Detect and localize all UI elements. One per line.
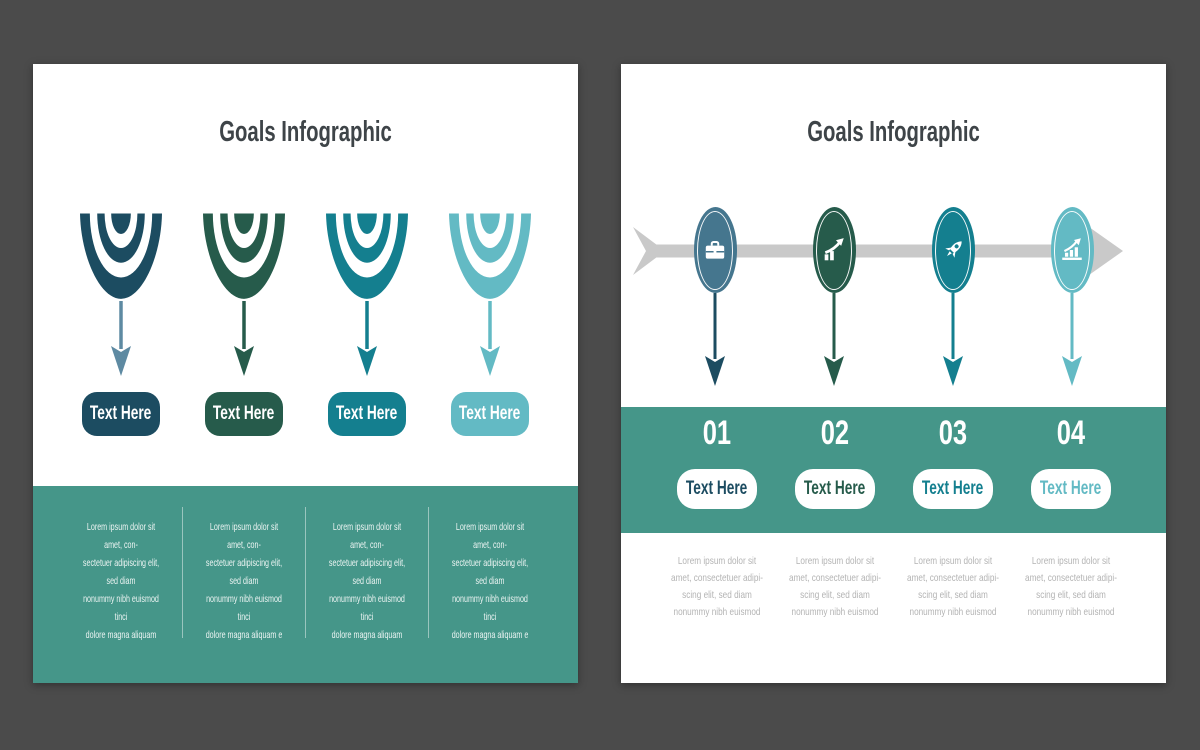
text-here-pill: Text Here [1030,469,1111,509]
milestone-oval [693,207,737,293]
pill-label: Text Here [803,478,866,499]
milestone-item-3 [931,207,975,386]
description-band: Lorem ipsum dolor sit amet, con- sectetu… [33,486,578,683]
text-here-pill: Text Here [794,469,875,509]
step-number: 04 [1056,414,1085,452]
goal-item-3: Text Here [326,213,408,436]
rocket-icon [945,241,962,258]
goal-item-4: Text Here [449,213,531,436]
descriptions-row: Lorem ipsum dolor sit amet, consectetuer… [621,553,1166,621]
goal-item-1: Text Here [80,213,162,436]
down-arrow-icon [111,301,131,376]
divider [428,507,429,638]
timeline-arrow-icon [633,227,1123,275]
description-text: Lorem ipsum dolor sit amet, con- sectetu… [328,521,406,641]
description-text: Lorem ipsum dolor sit amet, consectetuer… [1024,555,1117,618]
down-arrow-icon [357,301,377,376]
description-text: Lorem ipsum dolor sit amet, consectetuer… [670,555,763,618]
pill-label: Text Here [90,403,152,424]
step-item-2: 02 Text Here [794,407,875,533]
down-arrow-icon [234,301,254,376]
down-arrow-icon [705,293,725,386]
step-item-1: 01 Text Here [676,407,757,533]
down-arrow-icon [943,293,963,386]
description-column: Lorem ipsum dolor sit amet, consectetuer… [776,553,894,621]
milestone-oval [1050,207,1094,293]
description-text: Lorem ipsum dolor sit amet, consectetuer… [788,555,881,618]
down-arrow-icon [1062,293,1082,386]
milestone-oval [931,207,975,293]
description-column: Lorem ipsum dolor sit amet, con- sectetu… [306,486,428,644]
description-column: Lorem ipsum dolor sit amet, con- sectetu… [60,486,182,644]
description-column: Lorem ipsum dolor sit amet, consectetuer… [658,553,776,621]
oval-ring [935,210,971,290]
steps-band: 01 Text Here 02 Text Here 03 Text Here 0… [621,407,1166,533]
oval-ring [1054,210,1090,290]
milestone-item-2 [812,207,856,386]
description-column: Lorem ipsum dolor sit amet, consectetuer… [1012,553,1130,621]
briefcase-icon [705,241,725,259]
description-column: Lorem ipsum dolor sit amet, consectetuer… [894,553,1012,621]
text-here-pill: Text Here [205,392,283,436]
text-here-pill: Text Here [328,392,406,436]
bar-chart-growth-icon [1062,238,1082,260]
step-item-4: 04 Text Here [1030,407,1111,533]
pill-label: Text Here [1039,478,1102,499]
pill-label: Text Here [459,403,521,424]
target-icon [80,213,162,299]
text-here-pill: Text Here [912,469,993,509]
step-item-3: 03 Text Here [912,407,993,533]
step-number: 02 [820,414,849,452]
description-column: Lorem ipsum dolor sit amet, con- sectetu… [183,486,305,644]
description-column: Lorem ipsum dolor sit amet, con- sectetu… [429,486,551,644]
text-here-pill: Text Here [676,469,757,509]
down-arrow-icon [824,293,844,386]
step-number: 01 [702,414,731,452]
down-arrow-icon [480,301,500,376]
target-icon [449,213,531,299]
divider [305,507,306,638]
pill-label: Text Here [213,403,275,424]
description-text: Lorem ipsum dolor sit amet, con- sectetu… [205,521,283,641]
oval-ring [697,210,733,290]
description-text: Lorem ipsum dolor sit amet, con- sectetu… [82,521,160,641]
pill-label: Text Here [336,403,398,424]
text-here-pill: Text Here [82,392,160,436]
slide-right: Goals Infographic [621,64,1166,683]
description-text: Lorem ipsum dolor sit amet, con- sectetu… [451,521,529,641]
targets-row: Text Here Text Here [33,213,578,436]
step-number: 03 [938,414,967,452]
pill-label: Text Here [921,478,984,499]
oval-ring [816,210,852,290]
milestone-oval [812,207,856,293]
milestone-item-1 [693,207,737,386]
page-title: Goals Infographic [807,116,980,148]
milestone-item-4 [1050,207,1094,386]
page-title: Goals Infographic [219,116,392,148]
divider [182,507,183,638]
target-icon [203,213,285,299]
growth-arrow-icon [824,238,844,261]
timeline-items [621,207,1166,386]
pill-label: Text Here [685,478,748,499]
target-icon [326,213,408,299]
slide-left: Goals Infographic Text Here [33,64,578,683]
text-here-pill: Text Here [451,392,529,436]
description-text: Lorem ipsum dolor sit amet, consectetuer… [906,555,999,618]
goal-item-2: Text Here [203,213,285,436]
